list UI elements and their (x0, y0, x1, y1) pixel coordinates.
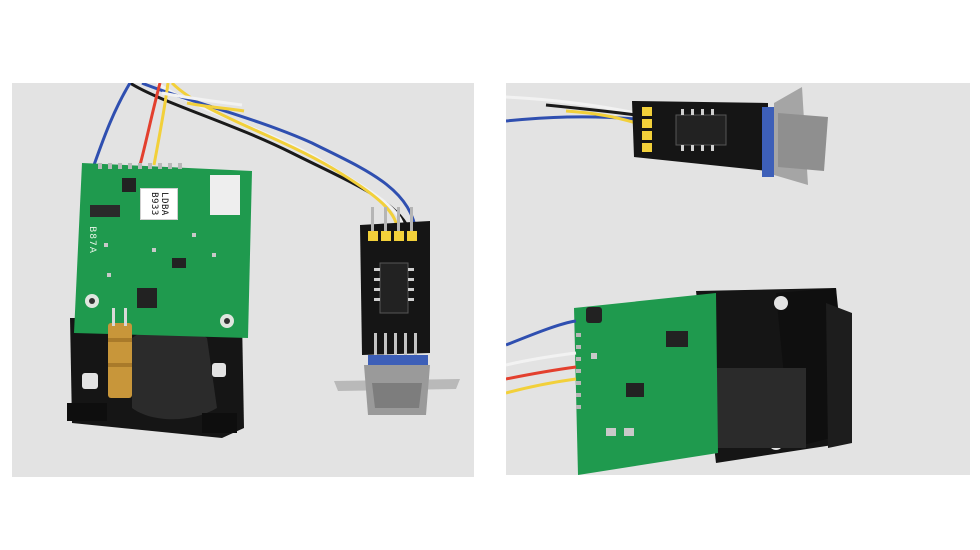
wire-bundle-top (506, 95, 637, 125)
green-pcb (74, 163, 252, 338)
laser-module-with-rs232-adapter-illustration (67, 83, 460, 438)
board-marking: B87A (86, 226, 97, 254)
module-serial-label: LDBA B933 (140, 188, 178, 220)
wire-bundle (92, 83, 418, 234)
rs232-adapter (632, 87, 828, 185)
rs232-adapter (334, 207, 460, 415)
rs232-adapter-and-module-back-illustration (506, 87, 852, 475)
serial-label-line-2: B933 (149, 192, 159, 216)
serial-label-line-1: LDBA (159, 192, 169, 216)
green-pcb (574, 293, 718, 475)
laser-diode (108, 308, 132, 398)
sensor-housing (696, 288, 852, 463)
wire-bundle-left (506, 319, 577, 395)
product-photo-right (506, 83, 970, 475)
product-photo-left: LDBA B933 B87A (12, 83, 474, 477)
